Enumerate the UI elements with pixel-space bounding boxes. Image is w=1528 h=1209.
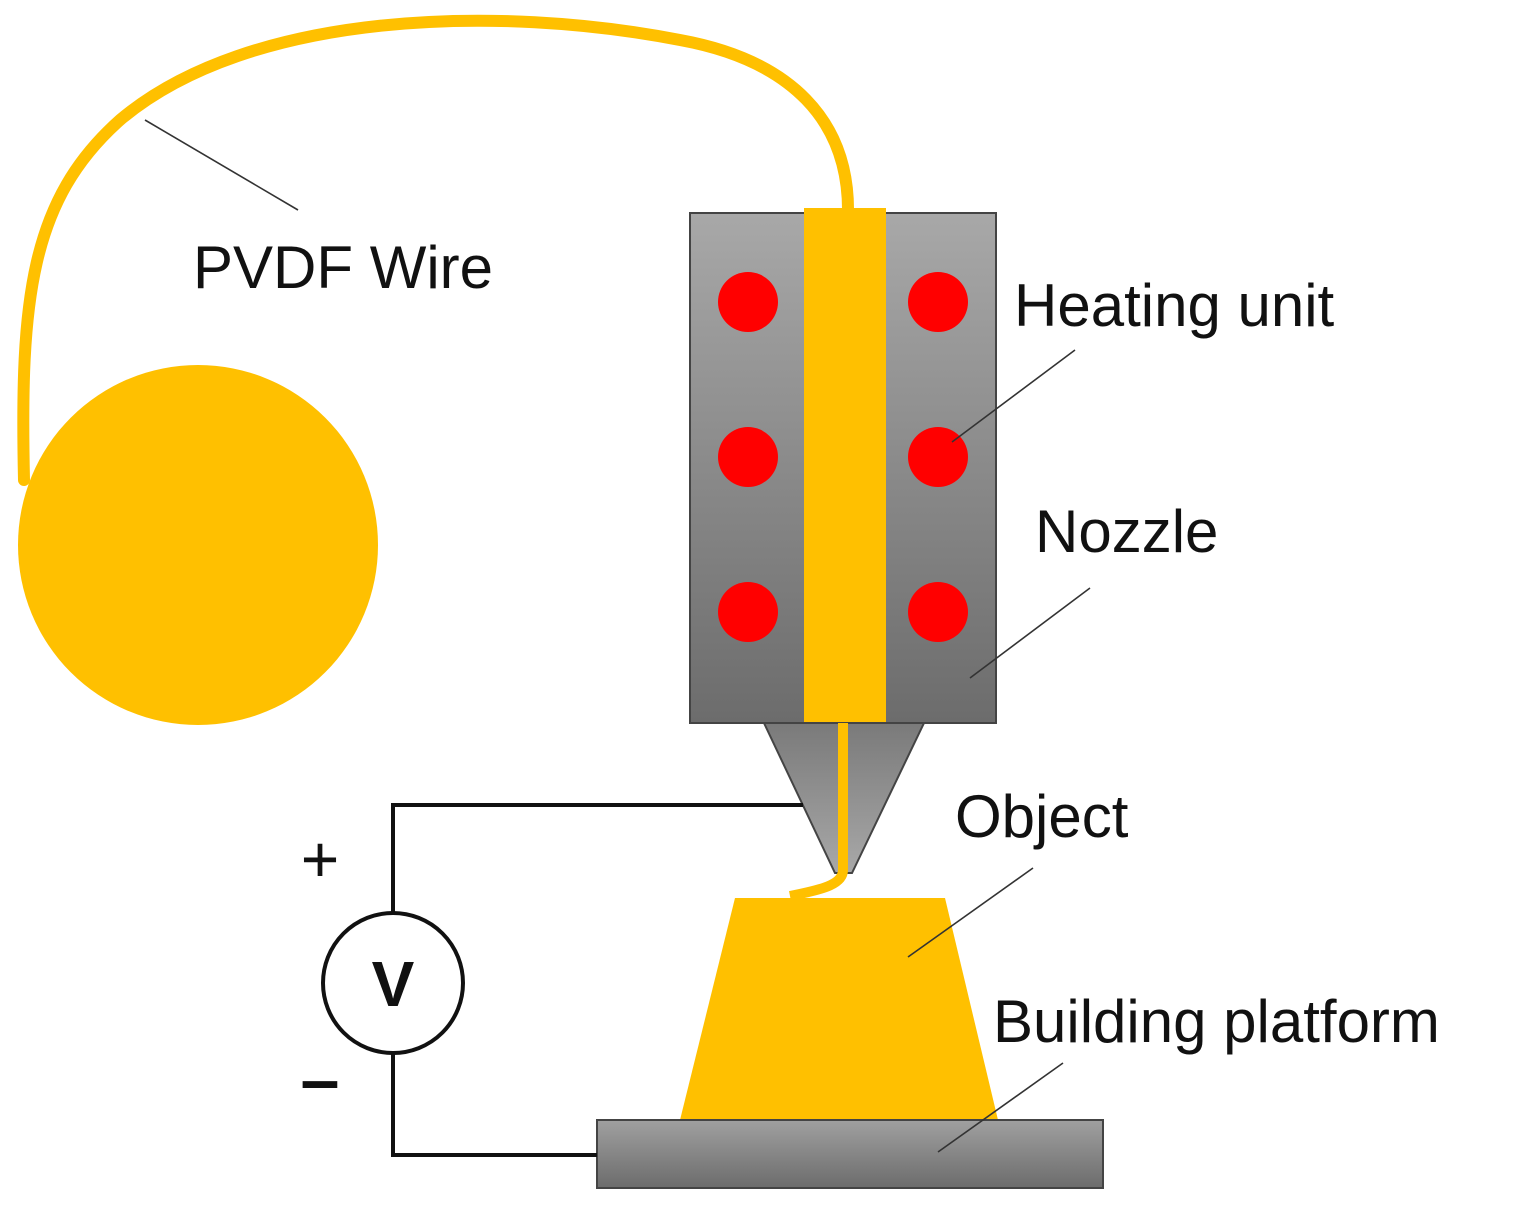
heater-dot xyxy=(718,272,778,332)
building-platform xyxy=(596,1119,1104,1189)
filament-spool xyxy=(18,365,378,725)
leader-building-platform xyxy=(937,1062,1064,1153)
heater-dot xyxy=(718,427,778,487)
filament-channel xyxy=(804,208,886,723)
voltmeter-symbol: V xyxy=(372,948,415,1020)
pvdf-wire xyxy=(17,14,855,486)
extruded-filament xyxy=(789,723,848,901)
negative-terminal-sign: – xyxy=(301,1040,340,1118)
heater-dot xyxy=(908,582,968,642)
circuit-wire-bottom xyxy=(391,1053,597,1157)
heater-dot xyxy=(908,272,968,332)
leader-object xyxy=(907,867,1034,958)
leader-nozzle xyxy=(969,587,1091,679)
leader-heating-unit xyxy=(951,349,1076,443)
label-nozzle: Nozzle xyxy=(1035,498,1218,565)
label-object: Object xyxy=(955,783,1129,850)
label-heating-unit: Heating unit xyxy=(1014,272,1335,339)
printed-object xyxy=(680,898,998,1120)
label-pvdf-wire: PVDF Wire xyxy=(193,234,493,301)
label-building-platform: Building platform xyxy=(993,988,1440,1055)
positive-terminal-sign: + xyxy=(301,822,340,896)
leader-pvdf-wire xyxy=(144,119,299,211)
circuit-wire-top xyxy=(391,803,803,913)
voltmeter xyxy=(321,911,465,1055)
heater-dot xyxy=(718,582,778,642)
